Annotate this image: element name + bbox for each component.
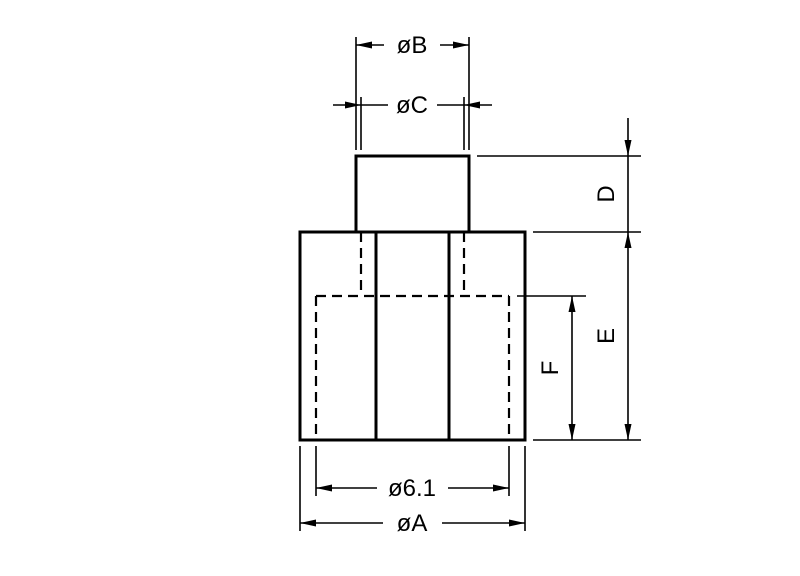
arrowhead-left-icon bbox=[356, 41, 372, 49]
arrowhead-down-icon bbox=[624, 140, 632, 156]
dimension-diameter-c: øC bbox=[333, 92, 492, 119]
arrowhead-down-icon bbox=[624, 424, 632, 440]
boss-outline bbox=[354, 154, 471, 234]
part-solid-outline bbox=[298, 154, 527, 442]
dimension-depth-f: F bbox=[537, 296, 576, 440]
dimension-label-depth-f: F bbox=[537, 361, 564, 376]
arrowhead-right-icon bbox=[493, 484, 509, 492]
body-outline bbox=[298, 230, 527, 442]
dimension-label-height-e: E bbox=[593, 328, 620, 344]
dimension-label-height-d: D bbox=[593, 185, 620, 202]
arrowhead-right-icon bbox=[345, 101, 361, 109]
arrowhead-left-icon bbox=[316, 484, 332, 492]
arrowhead-down-icon bbox=[568, 424, 576, 440]
arrowhead-right-icon bbox=[453, 41, 469, 49]
arrowhead-left-icon bbox=[300, 519, 316, 527]
extension-lines bbox=[299, 37, 641, 531]
dimension-label-diameter-c: øC bbox=[396, 92, 428, 119]
dimension-diameter-a: øA bbox=[300, 510, 525, 537]
arrowhead-left-icon bbox=[464, 101, 480, 109]
dimension-label-diameter-61: ø6.1 bbox=[388, 475, 436, 502]
dimension-label-diameter-b: øB bbox=[397, 32, 428, 59]
dimension-label-diameter-a: øA bbox=[397, 510, 428, 537]
hidden-feature-lines bbox=[314, 232, 511, 440]
dimension-height-d-e: D E bbox=[593, 118, 632, 440]
arrowhead-up-icon bbox=[568, 296, 576, 312]
dimension-diameter-b: øB bbox=[356, 32, 469, 59]
arrowhead-up-icon bbox=[624, 232, 632, 248]
arrowhead-right-icon bbox=[509, 519, 525, 527]
dimension-diameter-61: ø6.1 bbox=[316, 475, 509, 502]
